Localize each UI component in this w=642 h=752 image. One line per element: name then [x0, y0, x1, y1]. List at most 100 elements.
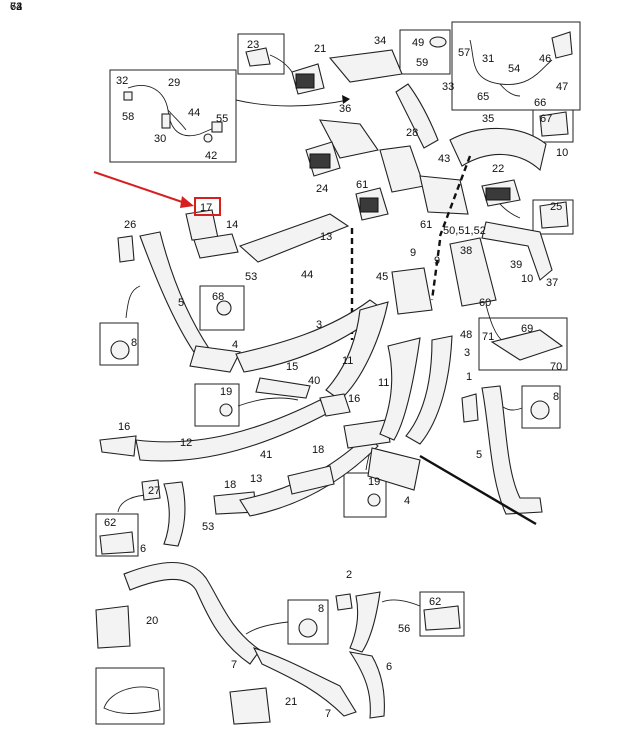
arrow-sensor: [235, 99, 349, 107]
box-label-49: 49: [412, 37, 424, 49]
callout-24: 24: [316, 183, 328, 195]
highlight-arrowhead: [180, 196, 194, 208]
callout-11: 11: [342, 355, 353, 367]
callout-63: 63: [10, 1, 22, 13]
callout-39: 39: [510, 259, 522, 271]
callout-43: 43: [438, 153, 450, 165]
callout-61: 61: [356, 179, 368, 191]
callout-26: 26: [124, 219, 136, 231]
box-label-68: 68: [212, 291, 224, 303]
callout-27: 27: [148, 485, 160, 497]
box-label-29: 29: [168, 77, 180, 89]
box-label-44: 44: [188, 107, 200, 119]
box-label-69: 69: [521, 323, 533, 335]
duct-4-left: [189, 345, 241, 373]
duct-3-right: [405, 335, 453, 445]
box-label-19: 19: [220, 386, 232, 398]
box-label-55: 55: [216, 113, 228, 125]
callout-5: 5: [178, 297, 184, 309]
box-label-30: 30: [154, 133, 166, 145]
callout-5: 5: [476, 449, 482, 461]
callout-labels: 1233445566779910101111121313141516161818…: [10, 1, 568, 720]
vent-22-grille: [295, 73, 315, 89]
box-label-47: 47: [556, 81, 568, 93]
callout-60: 60: [479, 297, 491, 309]
highlight-arrow-line: [93, 171, 189, 205]
car-thumbnail-box: [95, 667, 165, 725]
part-1: [461, 393, 479, 423]
box-label-66: 66: [534, 97, 546, 109]
clip-8-bottom: [298, 618, 318, 638]
duct-36: [328, 49, 403, 83]
duct-6-7-left: [123, 561, 261, 665]
callout-37: 37: [546, 277, 558, 289]
box-label-8: 8: [318, 603, 324, 615]
box-label-62: 62: [429, 596, 441, 608]
duct-39: [481, 221, 553, 281]
callout-1: 1: [466, 371, 472, 383]
callout-64: 64: [10, 1, 22, 13]
box-label-23: 23: [247, 39, 259, 51]
screw-19-top: [219, 403, 233, 417]
callout-16: 16: [118, 421, 130, 433]
callout-61: 61: [420, 219, 432, 231]
callout-18: 18: [224, 479, 236, 491]
box-label-31: 31: [482, 53, 494, 65]
callout-18: 18: [312, 444, 324, 456]
duct-20: [287, 465, 335, 495]
duct-7-bottom: [252, 647, 357, 717]
callout-3: 3: [316, 319, 322, 331]
clip-62-right: [423, 605, 461, 631]
box-label-71: 71: [482, 331, 494, 343]
callout-4: 4: [404, 495, 410, 507]
vent-27-grille: [359, 197, 379, 213]
box-label-32: 32: [116, 75, 128, 87]
fastener-58: [123, 91, 133, 101]
callout-53: 53: [202, 521, 214, 533]
part-25: [539, 201, 569, 229]
car-outline: [103, 686, 161, 714]
callout-34: 34: [374, 35, 386, 47]
screw-68: [216, 300, 232, 316]
duct-13-lower: [239, 435, 379, 517]
inset-box-19-bottom: [343, 472, 387, 518]
callout-40: 40: [308, 375, 320, 387]
callout-9: 9: [410, 247, 416, 259]
box-label-46: 46: [539, 53, 551, 65]
duct-53-upper: [391, 267, 433, 315]
box-label-42: 42: [205, 150, 217, 162]
callout-72: 72: [10, 1, 22, 13]
callout-38: 38: [460, 245, 472, 257]
callout-16: 16: [348, 393, 360, 405]
connector-55: [211, 121, 223, 133]
callout-45: 45: [376, 271, 388, 283]
clip-62-left: [99, 531, 135, 555]
arrow-19-top: [237, 397, 299, 407]
callout-21: 21: [285, 696, 297, 708]
box-label-19: 19: [368, 476, 380, 488]
callout-10: 10: [556, 147, 568, 159]
part-43: [255, 377, 311, 399]
duct-37: [449, 127, 547, 172]
callout-20: 20: [146, 615, 158, 627]
bracket-15: [193, 233, 239, 259]
callout-12: 12: [180, 437, 192, 449]
callout-2: 2: [346, 569, 352, 581]
callout-11: 11: [378, 377, 389, 389]
box-label-62: 62: [104, 517, 116, 529]
duct-5-right: [481, 385, 543, 515]
callout-33: 33: [442, 81, 454, 93]
highlight-label-17: 17: [200, 202, 212, 214]
inset-box-19-top: [194, 383, 240, 427]
callout-7: 7: [325, 708, 331, 720]
vent-24-grille: [485, 187, 511, 201]
duct-4-right: [367, 447, 421, 491]
sensor-30: [161, 113, 171, 129]
part-67: [539, 111, 569, 137]
part-21-lower: [229, 687, 271, 725]
part-18-upper: [99, 435, 137, 457]
vent-69-70: [490, 329, 564, 361]
callout-15: 15: [286, 361, 298, 373]
dashed-link-3: [430, 239, 442, 301]
